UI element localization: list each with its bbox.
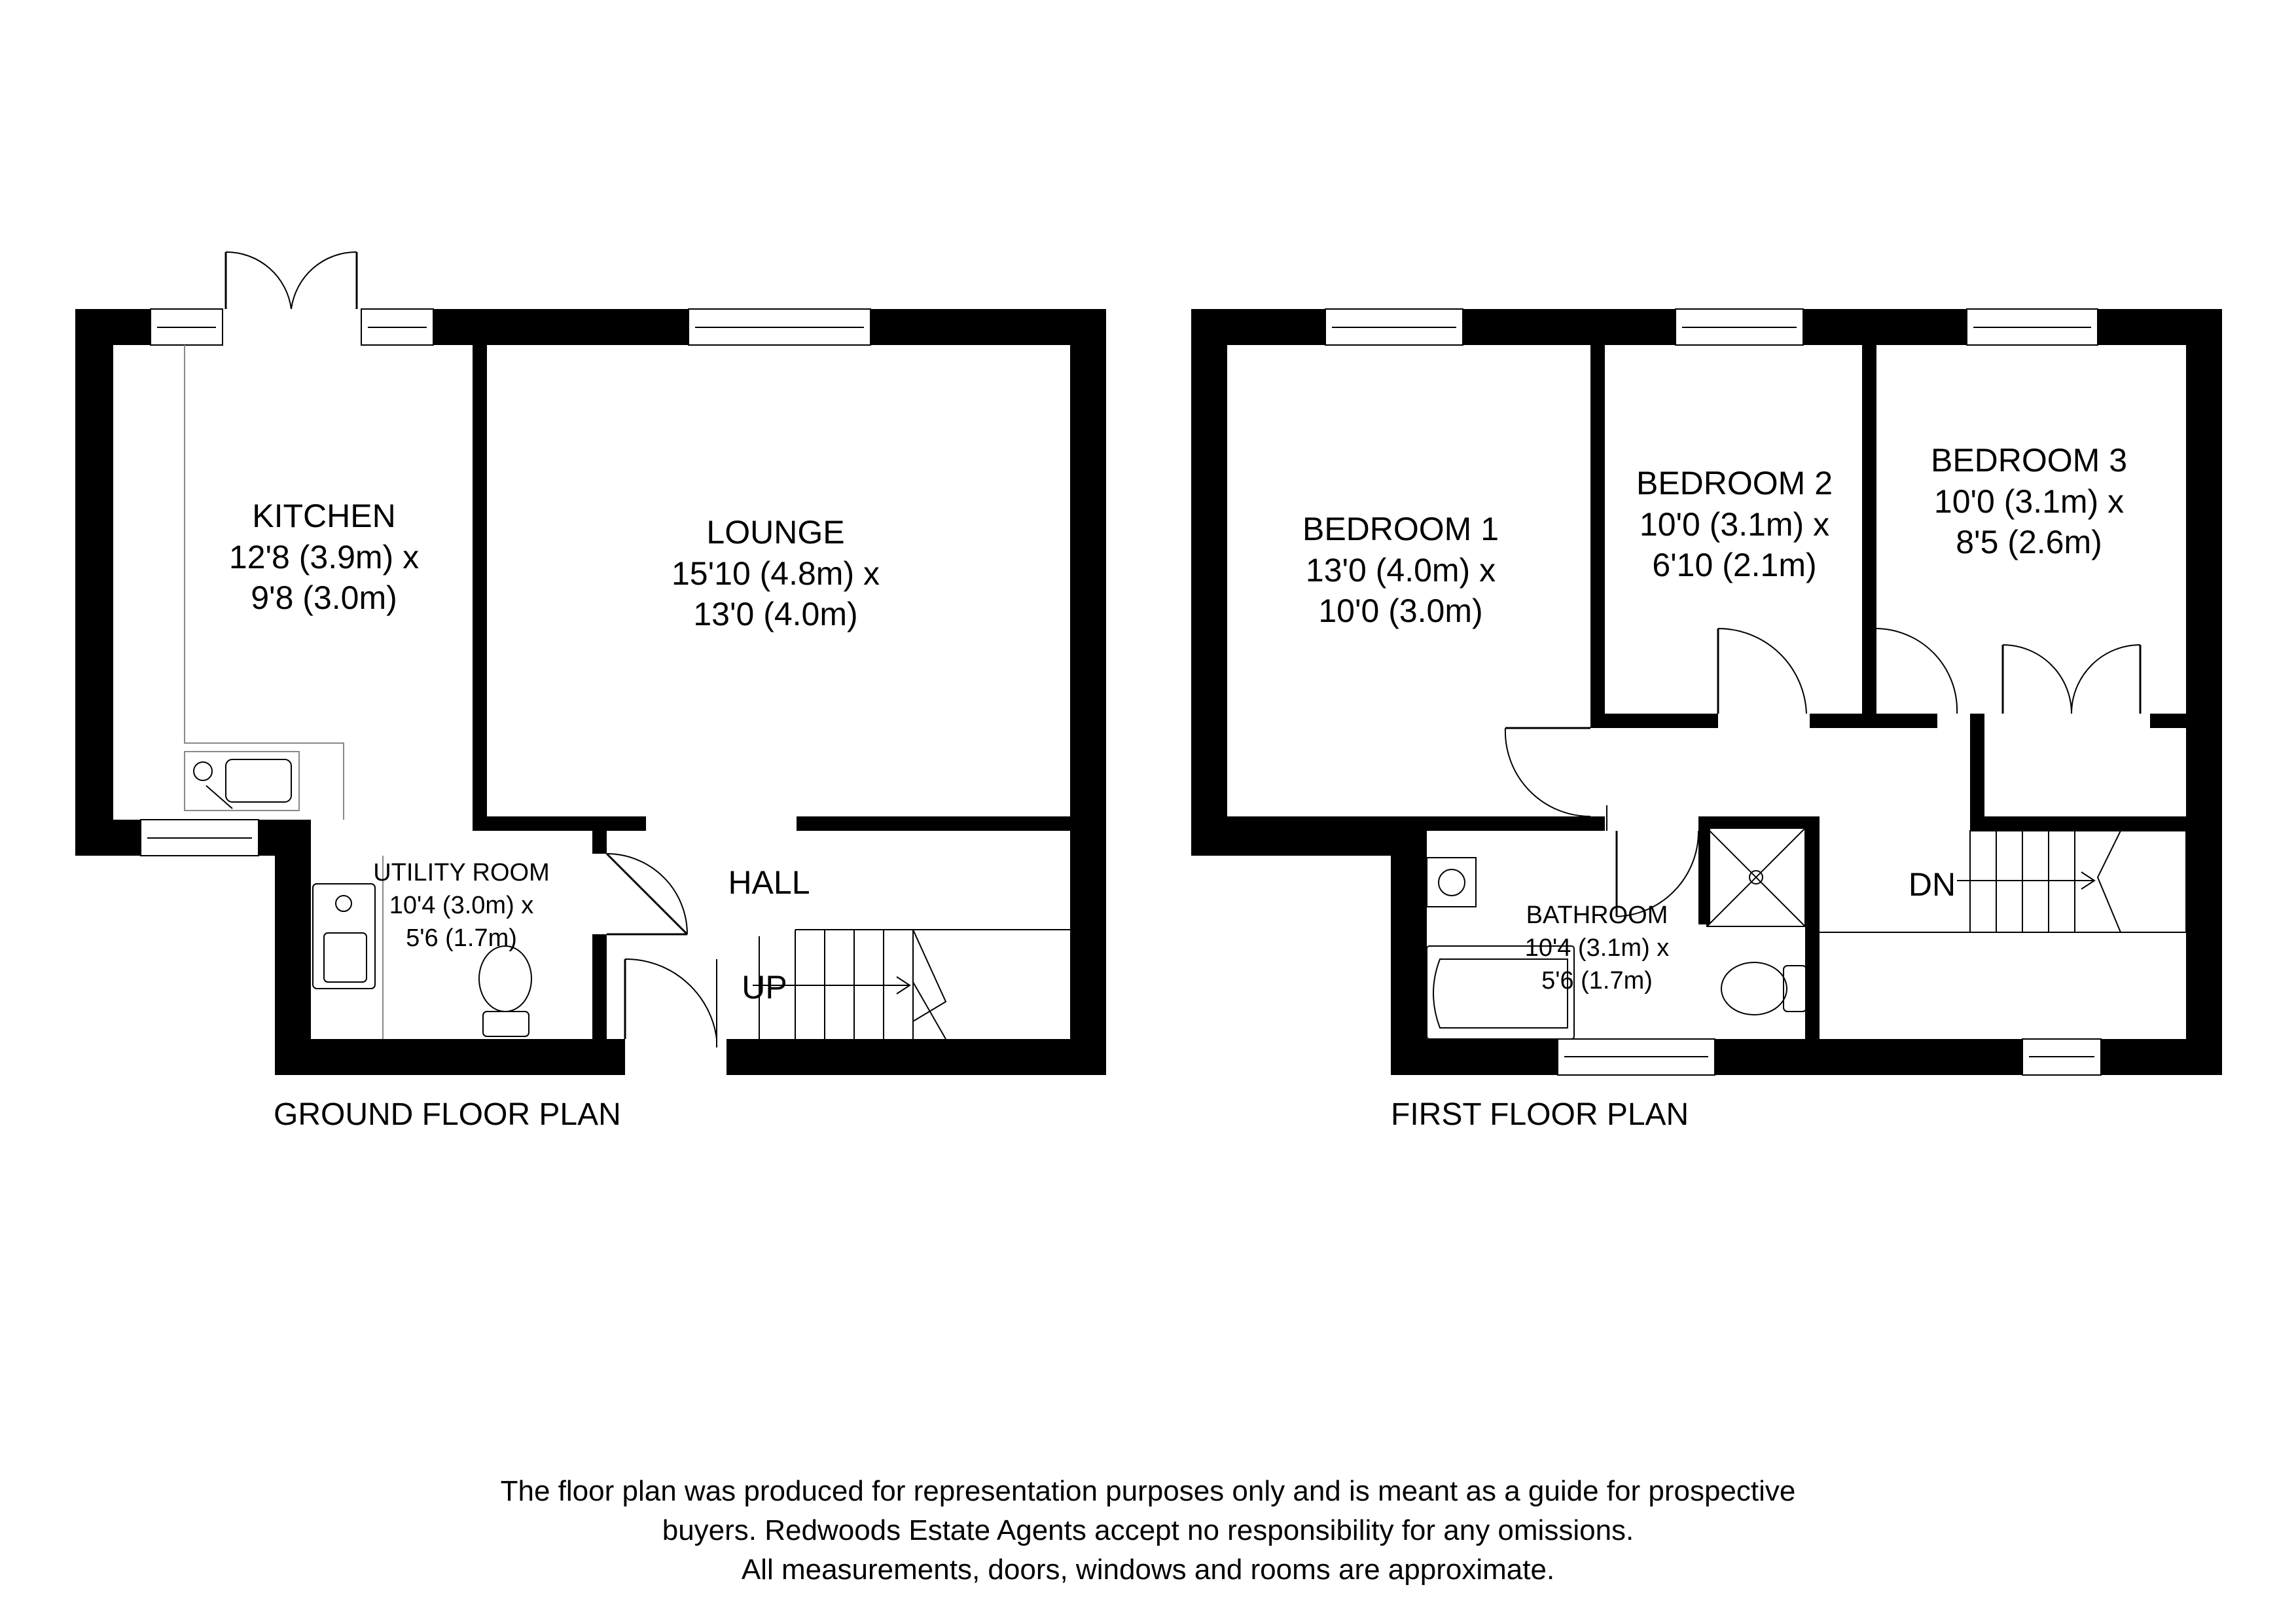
bedroom3-dimension-1: 10'0 (3.1m) x bbox=[1934, 483, 2124, 520]
bathroom-dimension-2: 5'6 (1.7m) bbox=[1541, 967, 1653, 994]
kitchen-dimension-2: 9'8 (3.0m) bbox=[251, 579, 397, 616]
ground-floor-walls bbox=[75, 309, 1106, 1075]
utility-fixtures bbox=[312, 856, 532, 1039]
utility-sink bbox=[312, 883, 376, 989]
utility-toilet bbox=[478, 945, 532, 1012]
bathroom-name: BATHROOM bbox=[1526, 902, 1668, 929]
first-floor-plan: BEDROOM 1 13'0 (4.0m) x 10'0 (3.0m) BEDR… bbox=[1191, 308, 2222, 1132]
bedroom2-name: BEDROOM 2 bbox=[1636, 465, 1833, 501]
shower bbox=[1706, 828, 1806, 927]
ground-floor-windows bbox=[140, 308, 871, 856]
bath bbox=[1426, 945, 1575, 1040]
disclaimer-line-2: buyers. Redwoods Estate Agents accept no… bbox=[662, 1514, 1634, 1546]
ground-floor-stairs bbox=[753, 929, 1070, 1040]
disclaimer-line-3: All measurements, doors, windows and roo… bbox=[742, 1554, 1554, 1586]
first-stairs-down-label: DN bbox=[1909, 866, 1956, 903]
bedroom1-dimension-2: 10'0 (3.0m) bbox=[1318, 593, 1482, 629]
lounge-dimension-2: 13'0 (4.0m) bbox=[693, 596, 857, 632]
bathroom-dimension-1: 10'4 (3.1m) x bbox=[1525, 934, 1670, 962]
lounge-dimension-1: 15'10 (4.8m) x bbox=[672, 555, 880, 592]
utility-name: UTILITY ROOM bbox=[373, 859, 550, 886]
kitchen-sink bbox=[184, 751, 300, 811]
bedroom1-name: BEDROOM 1 bbox=[1302, 511, 1499, 547]
bathroom-fixtures bbox=[1426, 828, 1807, 1040]
utility-dimension-2: 5'6 (1.7m) bbox=[406, 924, 517, 952]
ground-floor-plan: KITCHEN 12'8 (3.9m) x 9'8 (3.0m) LOUNGE … bbox=[75, 251, 1106, 1132]
kitchen-french-doors bbox=[224, 251, 358, 310]
ground-stairs-up-label: UP bbox=[742, 969, 787, 1006]
basin bbox=[1426, 857, 1477, 907]
utility-door bbox=[605, 852, 689, 936]
bedroom2-dimension-2: 6'10 (2.1m) bbox=[1652, 547, 1816, 583]
bedroom1-dimension-1: 13'0 (4.0m) x bbox=[1306, 552, 1496, 589]
first-floor-windows bbox=[1325, 308, 2102, 1076]
kitchen-name: KITCHEN bbox=[252, 498, 395, 534]
first-floor-stairs bbox=[1820, 830, 2187, 933]
front-door bbox=[624, 958, 717, 1048]
first-floor-caption: FIRST FLOOR PLAN bbox=[1391, 1097, 1689, 1132]
toilet bbox=[1721, 962, 1787, 1015]
first-floor-walls bbox=[1191, 309, 2222, 1075]
disclaimer-line-1: The floor plan was produced for represen… bbox=[501, 1475, 1796, 1507]
bedroom2-dimension-1: 10'0 (3.1m) x bbox=[1640, 506, 1829, 543]
kitchen-dimension-1: 12'8 (3.9m) x bbox=[229, 539, 419, 575]
bedroom3-dimension-2: 8'5 (2.6m) bbox=[1956, 524, 2102, 560]
ground-floor-caption: GROUND FLOOR PLAN bbox=[274, 1097, 621, 1132]
bedroom3-name: BEDROOM 3 bbox=[1931, 442, 2127, 479]
disclaimer: The floor plan was produced for represen… bbox=[501, 1475, 1796, 1586]
first-floor-doors bbox=[1504, 628, 2142, 917]
hall-name: HALL bbox=[728, 864, 810, 901]
kitchen-worktop bbox=[184, 345, 344, 820]
utility-dimension-1: 10'4 (3.0m) x bbox=[389, 892, 534, 919]
lounge-name: LOUNGE bbox=[706, 514, 844, 551]
